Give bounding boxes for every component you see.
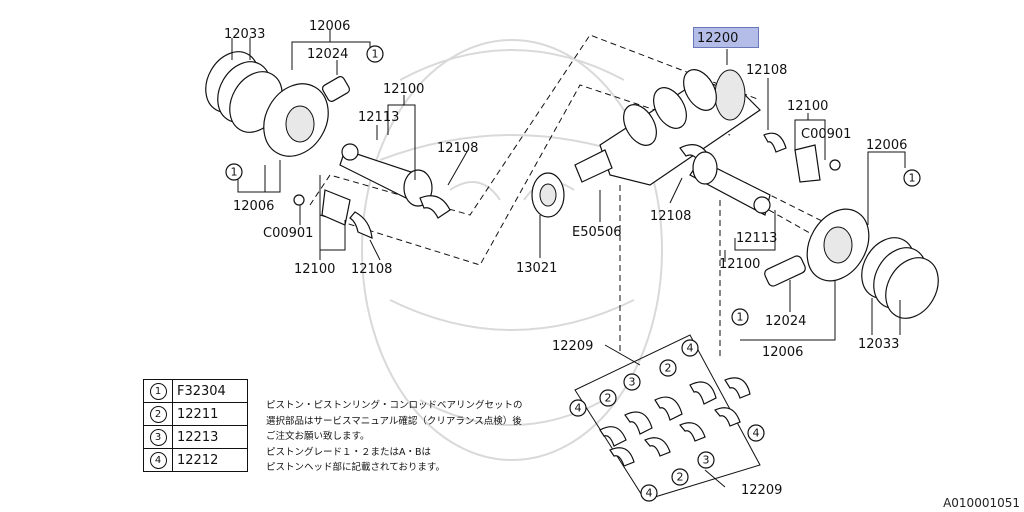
label-12100-right-bottom[interactable]: 12100 [719,257,760,272]
label-12033-left[interactable]: 12033 [224,27,265,42]
callout-bearing-4c: 4 [747,424,765,442]
legend-num-circle: 2 [149,405,167,423]
callout-bearing-4a: 4 [681,339,699,357]
label-13021[interactable]: 13021 [516,261,557,276]
left-rod-cap [293,189,451,239]
leader-lines [231,30,906,488]
label-12100-left-top[interactable]: 12100 [383,82,424,97]
highlighted-part-12200[interactable]: 12200 [693,27,759,48]
callout-bearing-2a: 2 [599,389,617,407]
svg-text:2: 2 [665,362,672,375]
svg-text:1: 1 [737,311,744,324]
right-piston [764,208,870,287]
callout-bearing-2c: 2 [671,468,689,486]
legend-row: 3 12213 [143,425,248,449]
legend-code[interactable]: 12213 [172,425,248,449]
label-12033-right[interactable]: 12033 [858,337,899,352]
label-12209-top[interactable]: 12209 [552,339,593,354]
watermark-emblem [361,39,663,461]
label-12024-right[interactable]: 12024 [765,314,806,329]
svg-text:1: 1 [909,172,916,185]
catalog-code: A010001051 [943,496,1020,510]
label-12108-right-top[interactable]: 12108 [746,63,787,78]
right-piston-rings [861,237,939,319]
callouts: 1 1 1 1 4 3 2 4 [225,45,921,502]
callout-1-left-top: 1 [366,45,384,63]
legend-num-circle: 4 [149,451,167,469]
callout-1-right-bottom: 1 [731,308,749,326]
label-12006-left-top[interactable]: 12006 [309,19,350,34]
part-labels: 12033 12006 12024 12100 12113 12108 1200… [224,19,907,498]
note-line: ご注文お願い致します。 [266,431,370,442]
svg-text:3: 3 [629,376,636,389]
label-12108-center[interactable]: 12108 [650,209,691,224]
svg-text:4: 4 [575,402,582,415]
legend-row: 2 12211 [143,402,248,426]
note-line: ピストン・ピストンリング・コンロッドベアリングセットの [266,400,523,411]
svg-text:4: 4 [646,487,653,500]
svg-text:2: 2 [605,392,612,405]
right-rod-cap [794,144,841,183]
label-12108-left-lower[interactable]: 12108 [351,262,392,277]
note-line: 選択部品はサービスマニュアル確認（クリアランス点検）後 [266,415,522,427]
left-connecting-rod [339,143,433,207]
svg-text:4: 4 [687,342,694,355]
label-12100-right-top[interactable]: 12100 [787,99,828,114]
legend-num-circle: 1 [149,382,167,400]
left-piston [263,76,351,157]
label-12113-right[interactable]: 12113 [736,231,777,246]
legend-table: 1 F32304 2 12211 3 12213 4 12212 [143,379,248,472]
callout-bearing-2b: 2 [659,359,677,377]
label-12006-right-bottom[interactable]: 12006 [762,345,803,360]
legend-code[interactable]: 12211 [172,402,248,426]
callout-bearing-3a: 3 [623,373,641,391]
label-12113-left[interactable]: 12113 [358,110,399,125]
label-e50506[interactable]: E50506 [572,225,622,240]
svg-text:2: 2 [677,471,684,484]
label-12024-left[interactable]: 12024 [307,47,348,62]
svg-text:1: 1 [231,166,238,179]
note-line: ピストングレード１・２またはA・Bは [266,446,432,458]
svg-text:4: 4 [753,427,760,440]
callout-bearing-3b: 3 [697,451,715,469]
right-connecting-rod [689,151,771,216]
callout-bearing-4b: 4 [569,399,587,417]
main-bearing-set [574,334,761,501]
label-12108-left-upper[interactable]: 12108 [437,141,478,156]
label-c00901-right[interactable]: C00901 [801,127,851,142]
label-12209-bottom[interactable]: 12209 [741,483,782,498]
legend-code[interactable]: F32304 [172,379,248,403]
callout-bearing-4d: 4 [640,484,658,502]
note-line: ピストンヘッド部に記載されております。 [266,462,445,473]
crank-sprocket [531,172,565,218]
crankshaft [574,69,761,186]
label-12006-right-top[interactable]: 12006 [866,138,907,153]
label-12100-left-bottom[interactable]: 12100 [294,262,335,277]
legend-row: 1 F32304 [143,379,248,403]
callout-1-right-top: 1 [903,169,921,187]
label-c00901-left[interactable]: C00901 [263,226,313,241]
label-12006-left-bottom[interactable]: 12006 [233,199,274,214]
legend-row: 4 12212 [143,448,248,472]
selection-note: ピストン・ピストンリング・コンロッドベアリングセットの 選択部品はサービスマニュ… [266,398,556,476]
svg-text:3: 3 [703,454,710,467]
legend-num-circle: 3 [149,428,167,446]
legend-code[interactable]: 12212 [172,448,248,472]
callout-1-left-bottom: 1 [225,163,243,181]
svg-text:1: 1 [372,48,379,61]
